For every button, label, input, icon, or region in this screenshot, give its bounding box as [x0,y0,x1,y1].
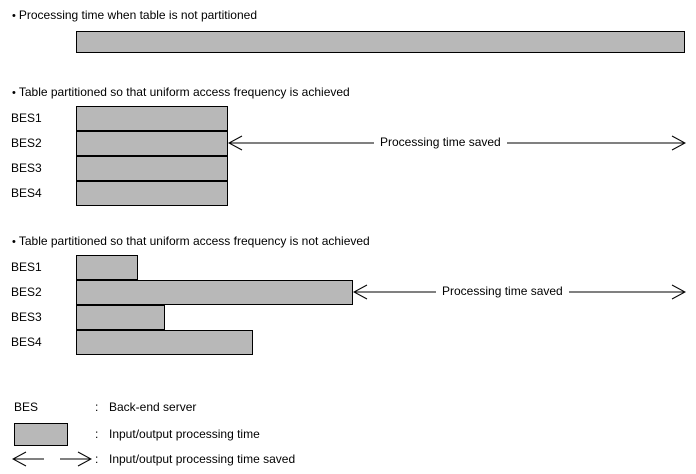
bullet-icon: • [12,9,16,22]
bar-label-uniform-bes2: BES2 [11,136,42,150]
bar-uniform-bes1 [76,106,228,131]
legend-description-arrow-saved: Input/output processing time saved [109,452,296,466]
arrow-label-processing-time-saved-uniform: Processing time saved [374,135,507,149]
arrow-label-processing-time-saved-nonuniform: Processing time saved [436,284,569,298]
legend-swatch-processing-time [14,423,68,446]
bar-label-uniform-bes4: BES4 [11,186,42,200]
legend-description-processing-time: Input/output processing time [109,427,260,441]
section-2-heading-text: Table partitioned so that uniform access… [18,85,350,99]
bar-nonuniform-bes2 [76,280,353,305]
bar-label-nonuniform-bes2: BES2 [11,285,42,299]
bullet-icon: • [12,235,16,248]
bar-label-nonuniform-bes4: BES4 [11,335,42,349]
legend-separator-1: : [95,400,99,414]
section-3-heading-text: Table partitioned so that uniform access… [18,234,370,248]
legend-separator-3: : [95,452,99,466]
bar-uniform-bes4 [76,181,228,206]
bar-uniform-bes2 [76,131,228,156]
double-arrow-icon [12,451,92,467]
section-1-heading: •Processing time when table is not parti… [12,8,257,23]
bar-nonuniform-bes4 [76,330,253,355]
bullet-icon: • [12,86,16,99]
legend-swatch-arrow-saved [12,450,92,468]
bar-unpartitioned-total [76,31,685,53]
bar-nonuniform-bes1 [76,255,138,280]
legend-key-bes: BES [14,400,39,414]
bar-label-uniform-bes3: BES3 [11,161,42,175]
section-3-heading: •Table partitioned so that uniform acces… [12,234,370,249]
bar-uniform-bes3 [76,156,228,181]
section-2-heading: •Table partitioned so that uniform acces… [12,85,350,100]
legend-description-bes: Back-end server [109,400,197,414]
bar-label-nonuniform-bes1: BES1 [11,260,42,274]
bar-nonuniform-bes3 [76,305,165,330]
bar-label-nonuniform-bes3: BES3 [11,310,42,324]
bar-label-uniform-bes1: BES1 [11,111,42,125]
legend-separator-2: : [95,427,99,441]
section-1-heading-text: Processing time when table is not partit… [18,8,257,22]
